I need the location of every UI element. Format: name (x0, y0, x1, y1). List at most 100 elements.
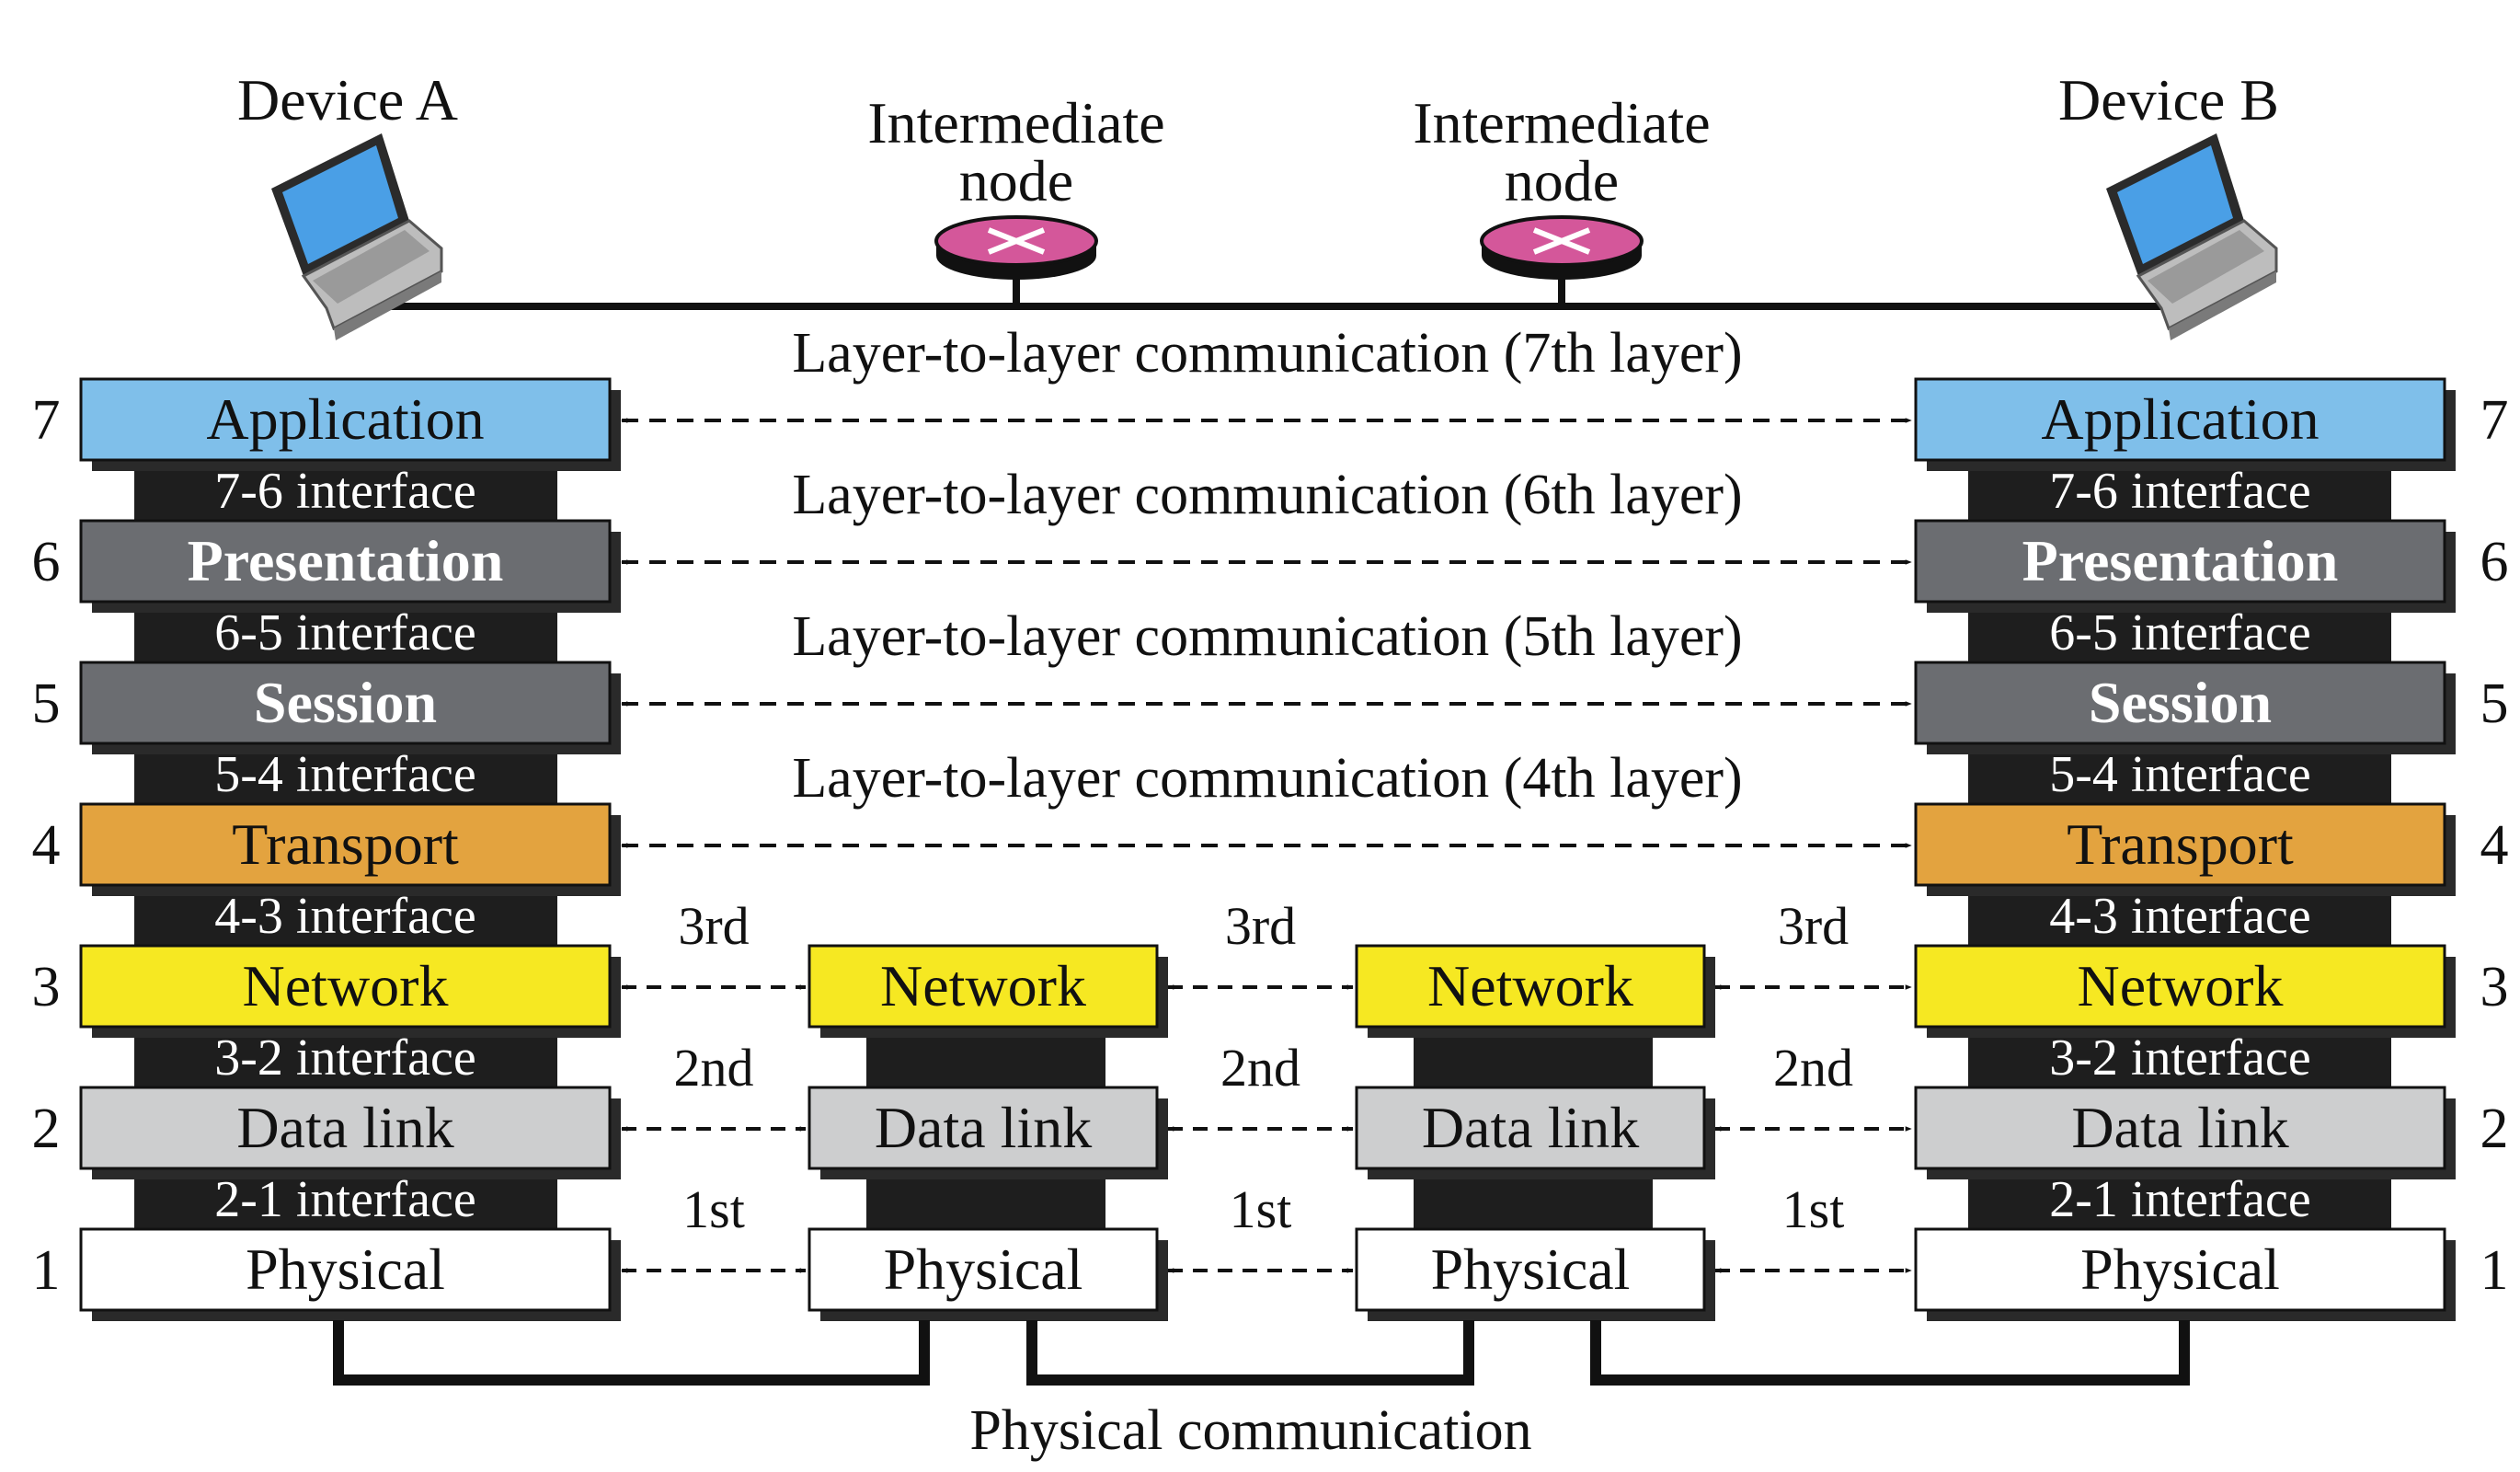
layer-2-hop-label: 2nd (1220, 1038, 1300, 1098)
device-b-layer-2-label: Data link (2071, 1095, 2288, 1160)
device-a-layer-1-box (79, 1227, 612, 1312)
intermediate-node-1-label-line1: Intermediate (867, 90, 1164, 155)
device-a-layer-number: 7 (32, 389, 61, 452)
device-b-layer-number: 4 (2480, 814, 2509, 877)
device-b-layer-3-box (1914, 944, 2446, 1029)
router-1-icon (934, 215, 1098, 280)
node-1-layer-3-label: Network (880, 953, 1086, 1018)
device-a-layer-4-box (79, 802, 612, 887)
device-a-layer-number: 3 (32, 956, 61, 1018)
device-b-layer-5-box (1914, 661, 2446, 745)
node-2-layer-3-label: Network (1427, 953, 1633, 1018)
physical-communication-label: Physical communication (969, 1399, 1531, 1462)
device-b-layer-7-label: Application (2041, 386, 2319, 452)
intermediate-node-1-label-line2: node (959, 148, 1073, 213)
device-b-interface-label: 4-3 interface (2049, 888, 2310, 945)
layer-6-peer-label: Layer-to-layer communication (6th layer) (792, 464, 1742, 526)
device-b-label: Device B (2058, 67, 2279, 132)
device-b-layer-number: 5 (2480, 673, 2509, 735)
device-a-interface-label: 4-3 interface (214, 888, 475, 945)
device-b-interface-label: 7-6 interface (2049, 463, 2310, 520)
layer-5-peer-label: Layer-to-layer communication (5th layer) (792, 605, 1742, 668)
device-b-layer-6-box (1914, 519, 2446, 604)
device-b-layer-number: 3 (2480, 956, 2509, 1018)
device-a-label: Device A (237, 67, 458, 132)
device-a-layer-5-box (79, 661, 612, 745)
laptop-b-icon (2106, 133, 2278, 340)
device-b-layer-7-box (1914, 377, 2446, 462)
device-a-layer-number: 5 (32, 673, 61, 735)
device-a-layer-4-label: Transport (232, 811, 459, 877)
device-b-layer-4-box (1914, 802, 2446, 887)
device-b-layer-number: 2 (2480, 1098, 2509, 1160)
node-1-layer-1-box (808, 1227, 1159, 1312)
device-b-interface-label: 3-2 interface (2049, 1029, 2310, 1087)
device-b-interface-label: 5-4 interface (2049, 746, 2310, 803)
device-b-layer-3-label: Network (2078, 953, 2284, 1018)
device-a-layer-7-box (79, 377, 612, 462)
node-1-layer-2-box (808, 1086, 1159, 1170)
layer-2-hop-label: 2nd (674, 1038, 754, 1098)
layer-3-hop-label: 3rd (1225, 896, 1296, 956)
device-a-interface-label: 7-6 interface (214, 463, 475, 520)
intermediate-node-2-label-line1: Intermediate (1413, 90, 1710, 155)
device-a-layer-number: 2 (32, 1098, 61, 1160)
device-a-interface-label: 3-2 interface (214, 1029, 475, 1087)
layer-1-hop-label: 1st (1230, 1179, 1292, 1239)
peer-communications: Layer-to-layer communication (7th layer)… (621, 322, 1912, 1273)
layer-7-peer-label: Layer-to-layer communication (7th layer) (792, 322, 1742, 385)
device-b-layer-number: 7 (2480, 389, 2509, 452)
device-a-interface-label: 5-4 interface (214, 746, 475, 803)
node-1-layer-3-box (808, 944, 1159, 1029)
router-2-icon (1480, 215, 1644, 280)
device-a-layer-number: 4 (32, 814, 61, 877)
device-a-layer-7-label: Application (206, 386, 484, 452)
device-b-interface-label: 2-1 interface (2049, 1171, 2310, 1228)
device-a-interface-label: 6-5 interface (214, 604, 475, 661)
device-b-layer-1-label: Physical (2080, 1236, 2280, 1302)
intermediate-node-2-label-line2: node (1505, 148, 1619, 213)
layer-2-hop-label: 2nd (1773, 1038, 1853, 1098)
device-b-layer-6-label: Presentation (2022, 528, 2339, 593)
layer-3-hop-label: 3rd (678, 896, 749, 956)
device-b-layer-number: 1 (2480, 1239, 2509, 1302)
node-2-layer-2-label: Data link (1422, 1095, 1639, 1160)
node-2-layer-1-label: Physical (1431, 1236, 1631, 1302)
device-a-layer-1-label: Physical (246, 1236, 445, 1302)
layer-1-hop-label: 1st (682, 1179, 745, 1239)
device-a-layer-6-box (79, 519, 612, 604)
device-b-layer-number: 6 (2480, 531, 2509, 593)
device-a-interface-label: 2-1 interface (214, 1171, 475, 1228)
device-b-layer-4-label: Transport (2067, 811, 2294, 877)
device-b-layer-1-box (1914, 1227, 2446, 1312)
node-2-layer-3-box (1355, 944, 1706, 1029)
device-a-layer-6-label: Presentation (188, 528, 504, 593)
node-1-layer-2-label: Data link (875, 1095, 1092, 1160)
device-a-layer-2-box (79, 1086, 612, 1170)
device-b-layer-5-label: Session (2089, 670, 2272, 735)
physical-link-2 (1026, 1320, 1474, 1386)
node-2-layer-2-box (1355, 1086, 1706, 1170)
device-b-interface-label: 6-5 interface (2049, 604, 2310, 661)
node-1-layer-1-label: Physical (884, 1236, 1083, 1302)
layer-1-hop-label: 1st (1782, 1179, 1845, 1239)
device-a-layer-5-label: Session (254, 670, 437, 735)
physical-link-1 (333, 1320, 930, 1386)
device-b-layer-2-box (1914, 1086, 2446, 1170)
device-a-layer-number: 6 (32, 531, 61, 593)
device-a-layer-number: 1 (32, 1239, 61, 1302)
node-2-layer-1-box (1355, 1227, 1706, 1312)
layer-4-peer-label: Layer-to-layer communication (4th layer) (792, 747, 1742, 810)
top-network-link (369, 276, 2216, 310)
device-a-layer-2-label: Data link (236, 1095, 453, 1160)
layer-3-hop-label: 3rd (1778, 896, 1849, 956)
device-a-layer-3-label: Network (243, 953, 449, 1018)
laptop-a-icon (271, 133, 443, 340)
device-a-layer-3-box (79, 944, 612, 1029)
